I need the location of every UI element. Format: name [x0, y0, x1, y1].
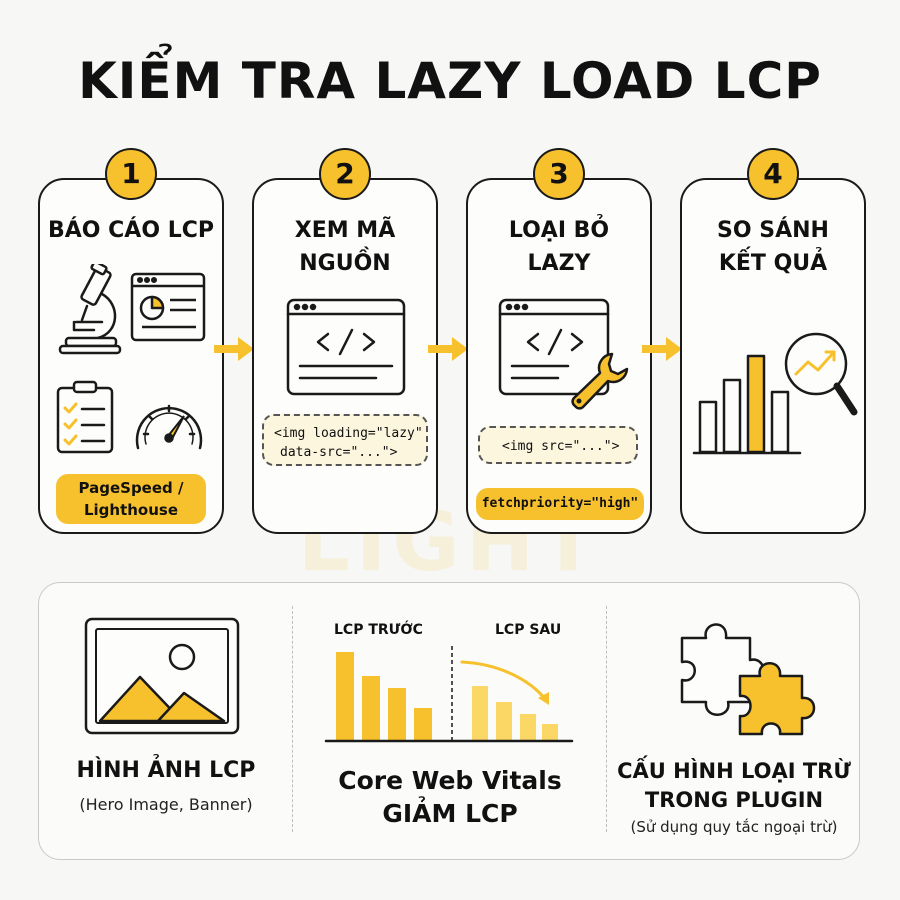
chart-bar	[542, 724, 558, 740]
step-badge-1: 1	[105, 148, 157, 200]
lcp-bar-chart	[324, 646, 574, 743]
puzzle-icon	[680, 623, 816, 736]
wrench-icon	[571, 352, 629, 410]
divider	[606, 606, 607, 832]
step-card-3: LOẠI BỎ LAZY <img src="..."> fetchpriori…	[466, 178, 652, 534]
fetchpriority-pill: fetchpriority="high"	[476, 488, 644, 520]
step-title-2: XEM MÃ NGUỒN	[294, 218, 396, 276]
code-window-icon	[286, 298, 406, 396]
divider	[292, 606, 293, 832]
chart-before-label: LCP TRƯỚC	[334, 622, 423, 638]
code-window-icon	[498, 298, 610, 396]
step-title-3: LOẠI BỎ LAZY	[508, 218, 610, 276]
chart-caption: Core Web Vitals GIẢM LCP	[338, 766, 562, 828]
chart-bar	[414, 708, 432, 740]
plugin-caption: CẤU HÌNH LOẠI TRỪ TRONG PLUGIN	[617, 759, 851, 812]
chart-bar	[520, 714, 536, 740]
step-badge-3: 3	[533, 148, 585, 200]
src-code-snippet: <img src="...">	[478, 426, 638, 464]
image-icon	[84, 617, 240, 735]
chart-bar	[388, 688, 406, 740]
chart-bar	[472, 686, 488, 740]
step-card-4: SO SÁNH KẾT QUẢ	[680, 178, 866, 534]
step-card-1: BÁO CÁO LCP	[38, 178, 224, 534]
step-badge-4: 4	[747, 148, 799, 200]
chart-bar	[496, 702, 512, 740]
pagespeed-pill: PageSpeed / Lighthouse	[56, 474, 206, 524]
speedometer-icon	[135, 404, 203, 450]
image-subcaption: (Hero Image, Banner)	[79, 795, 253, 814]
chart-bar	[336, 652, 354, 740]
microscope-icon	[58, 264, 122, 355]
browser-report-icon	[130, 272, 206, 342]
page-title: KIỂM TRA LAZY LOAD LCP	[78, 52, 822, 110]
plugin-subcaption: (Sử dụng quy tắc ngoại trừ)	[630, 818, 838, 836]
step-title-1: BÁO CÁO LCP	[48, 218, 214, 243]
bar-chart-icon	[692, 354, 802, 455]
step-card-2: XEM MÃ NGUỒN <img loading="lazy" data-sr…	[252, 178, 438, 534]
step-badge-2: 2	[319, 148, 371, 200]
arrow-right-icon	[214, 337, 254, 361]
lazy-code-snippet: <img loading="lazy" data-src="...">	[262, 414, 428, 466]
checklist-icon	[56, 380, 114, 454]
arrow-right-icon	[642, 337, 682, 361]
chart-after-label: LCP SAU	[495, 622, 562, 638]
image-caption: HÌNH ẢNH LCP	[76, 758, 256, 783]
chart-bar	[362, 676, 380, 740]
arrow-right-icon	[428, 337, 468, 361]
step-title-4: SO SÁNH KẾT QUẢ	[717, 218, 829, 276]
magnifier-trend-icon	[784, 332, 858, 416]
